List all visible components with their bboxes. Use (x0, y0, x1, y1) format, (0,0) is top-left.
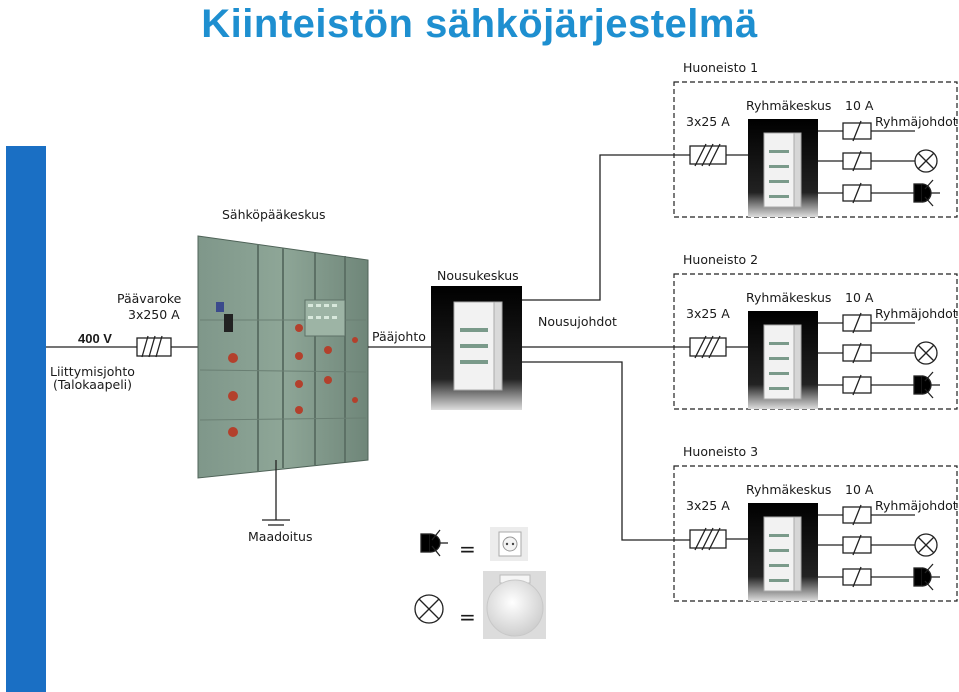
apartment-fuse-label: 3x25 A (686, 114, 730, 129)
legend-equals-2: = (459, 605, 476, 629)
main-fuse-symbol (136, 335, 172, 358)
apartment-fuse-symbol (689, 143, 727, 167)
group-fuse-symbol (818, 182, 915, 204)
main-switchboard-label: Sähköpääkeskus (222, 207, 326, 222)
group-fuse-symbol (818, 150, 915, 172)
group-board-label: Ryhmäkeskus (746, 482, 832, 497)
riser-lines-label: Nousujohdot (538, 314, 617, 329)
apartment-fuse-symbol (689, 527, 727, 551)
legend-lamp-symbol (414, 594, 444, 624)
main-fuse-label: Päävaroke (117, 291, 182, 306)
service-cable-label: Liittymisjohto (50, 364, 135, 379)
socket-symbol (913, 563, 940, 591)
riser-board-image (431, 286, 522, 410)
apartment-name: Huoneisto 2 (683, 252, 759, 267)
group-circuits-label: Ryhmäjohdot (875, 114, 958, 129)
apartment-group (673, 273, 958, 410)
apartment-group (673, 81, 958, 218)
group-fuse-label: 10 A (845, 290, 874, 305)
group-fuse-symbol (818, 566, 915, 588)
group-board-label: Ryhmäkeskus (746, 98, 832, 113)
apartment-name: Huoneisto 1 (683, 60, 759, 75)
main-fuse-rating: 3x250 A (128, 307, 180, 322)
lamp-symbol (914, 533, 938, 557)
group-fuse-label: 10 A (845, 482, 874, 497)
group-board-label: Ryhmäkeskus (746, 290, 832, 305)
group-board-image (748, 503, 818, 601)
riser-lines (522, 154, 690, 541)
page-title: Kiinteistön sähköjärjestelmä (201, 2, 758, 46)
group-circuits-label: Ryhmäjohdot (875, 306, 958, 321)
apartment-frame (673, 465, 958, 602)
group-board-image (748, 311, 818, 409)
legend-socket-symbol (420, 529, 448, 557)
group-fuse-symbol (818, 342, 915, 364)
group-fuse-symbol (818, 374, 915, 396)
lamp-symbol (914, 149, 938, 173)
lamp-symbol (914, 341, 938, 365)
earthing-label: Maadoitus (248, 529, 313, 544)
group-fuse-symbol (818, 504, 915, 526)
apartment-frame (673, 273, 958, 410)
group-board-image (748, 119, 818, 217)
legend-equals-1: = (459, 537, 476, 561)
group-fuse-symbol (818, 534, 915, 556)
service-cable-sublabel: (Talokaapeli) (53, 377, 133, 392)
group-fuse-symbol (818, 312, 915, 334)
apartment-fuse-label: 3x25 A (686, 306, 730, 321)
legend-lamp-photo (483, 571, 546, 639)
voltage-label: 400 V (78, 331, 112, 346)
group-fuse-label: 10 A (845, 98, 874, 113)
earthing-symbol (262, 460, 290, 526)
apartment-fuse-symbol (689, 335, 727, 359)
apartment-group (673, 465, 958, 602)
socket-symbol (913, 179, 940, 207)
side-accent-bar (6, 146, 46, 692)
riser-board-label: Nousukeskus (437, 268, 519, 283)
main-line-label: Pääjohto (372, 329, 426, 344)
apartment-name: Huoneisto 3 (683, 444, 759, 459)
apartment-frame (673, 81, 958, 218)
socket-symbol (913, 371, 940, 399)
apartment-fuse-label: 3x25 A (686, 498, 730, 513)
group-fuse-symbol (818, 120, 915, 142)
main-switchboard-image (197, 235, 369, 479)
legend-socket-photo (490, 527, 528, 561)
group-circuits-label: Ryhmäjohdot (875, 498, 958, 513)
